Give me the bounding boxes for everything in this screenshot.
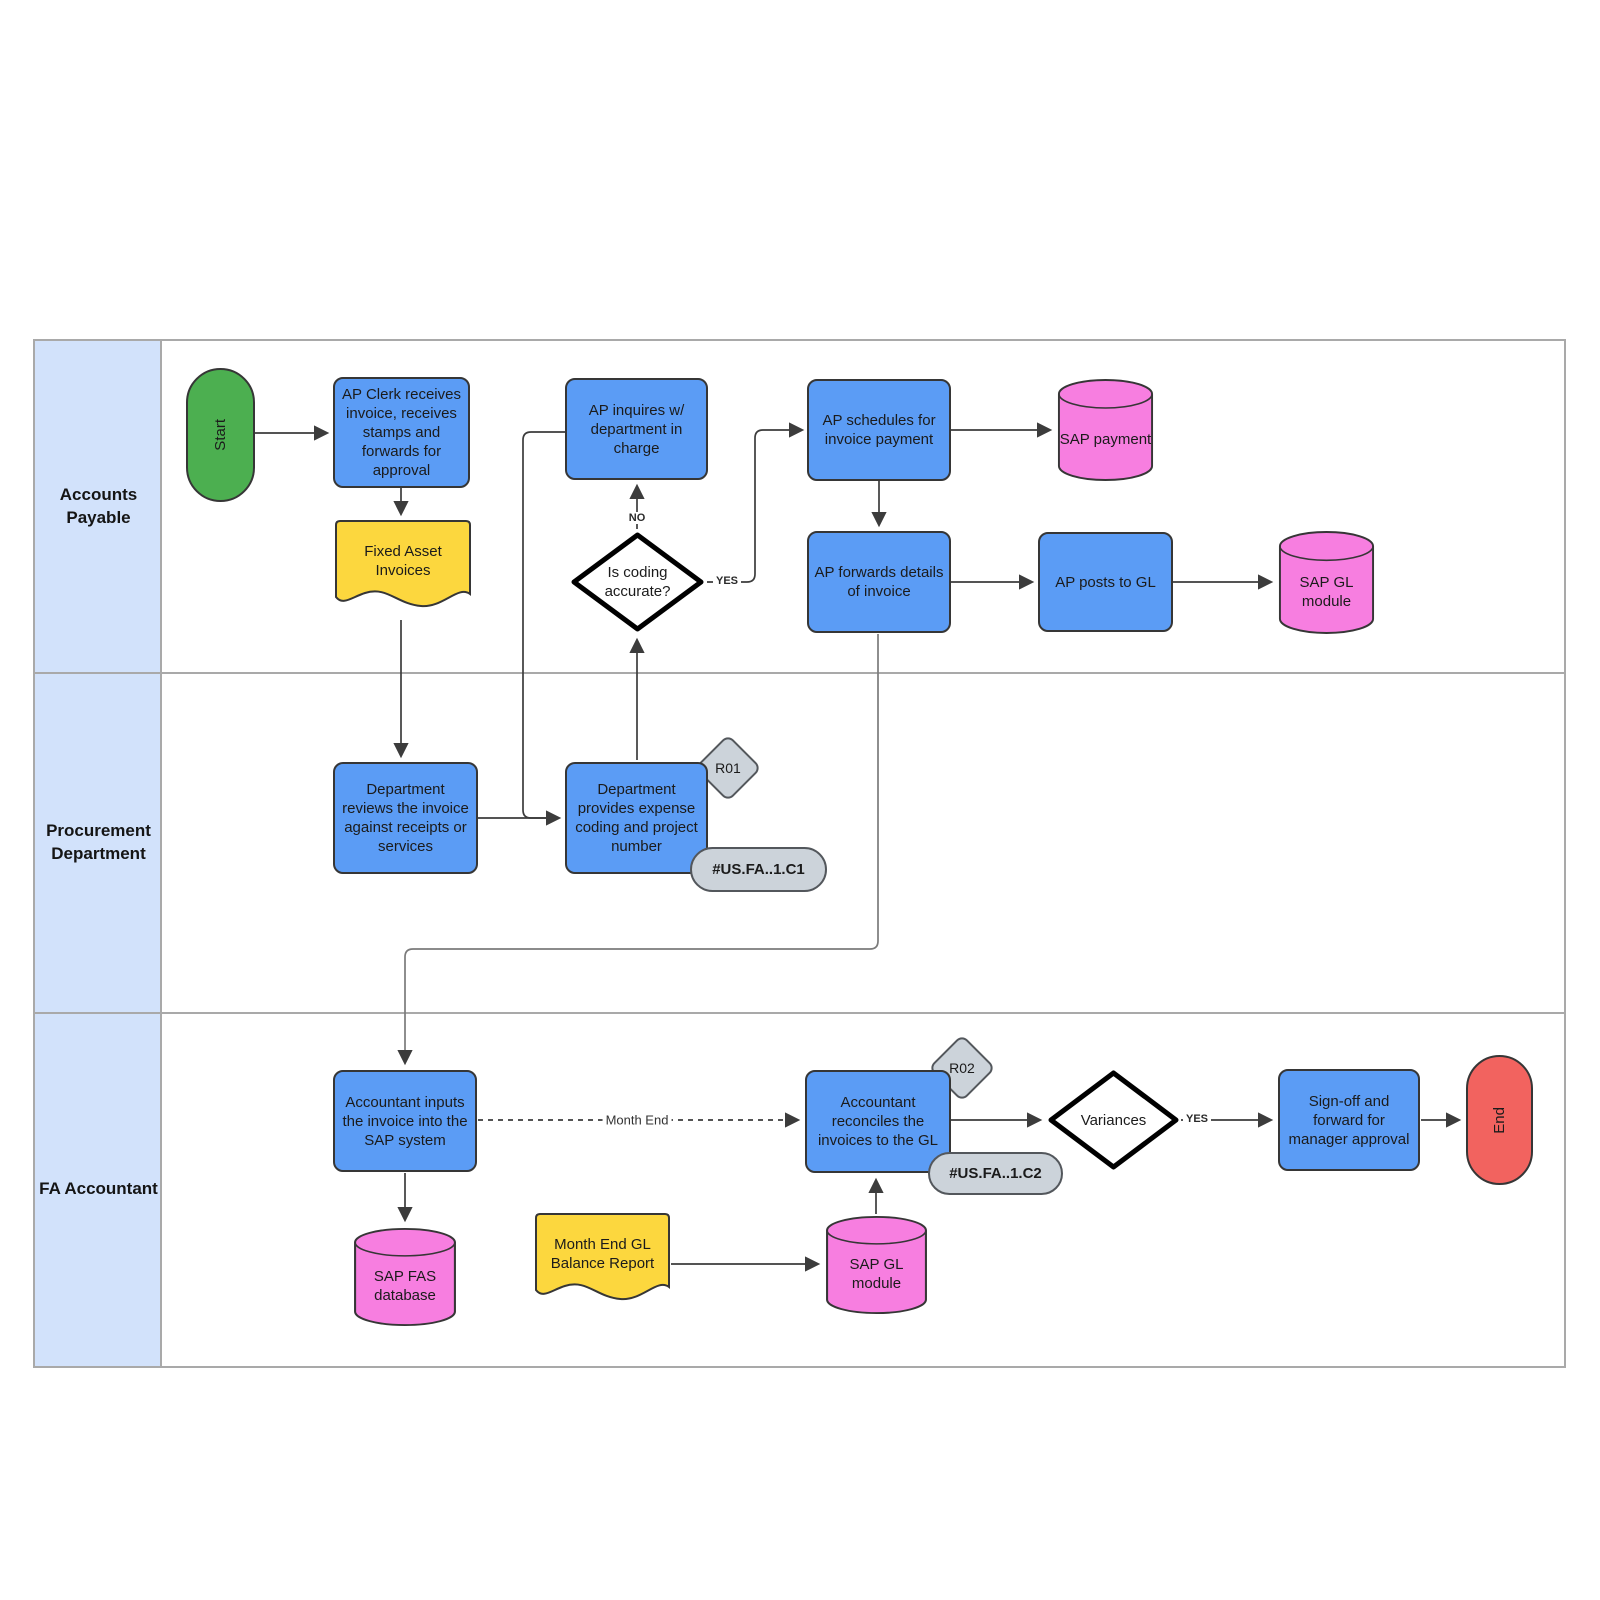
node-signoff: Sign-off and forward for manager approva… [1278,1069,1420,1171]
lane-label-fa-accountant: FA Accountant [35,1014,162,1364]
datastore-label: SAP FAS database [373,1268,437,1304]
node-acct-reconciles: Accountant reconciles the invoices to th… [805,1070,951,1173]
node-ap-clerk-label: AP Clerk receives invoice, receives stam… [342,386,461,479]
datastore-label: SAP GL module [1299,573,1354,610]
lane-label-procurement-department: Procurement Department [35,674,162,1012]
edge-label-yes-variances: YES [1182,1113,1212,1125]
cylinder-shape [1278,531,1375,634]
node-ap-clerk: AP Clerk receives invoice, receives stam… [333,377,470,488]
document-shape [535,1213,670,1301]
node-dept-reviews: Department reviews the invoice against r… [333,762,478,874]
node-ap-posts-label: AP posts to GL [1055,573,1156,591]
decision-label: Variances [1080,1111,1147,1129]
datastore-sap-fas: SAP FAS database [353,1227,457,1327]
lane-header-column [35,341,162,1366]
node-start: Start [186,368,255,502]
edge-label-yes-coding: YES [712,575,742,587]
edge-label-no: NO [625,512,649,524]
decision-variances: Variances [1047,1069,1180,1171]
tag-us-fa-1-c2: #US.FA..1.C2 [928,1152,1063,1195]
document-month-end-report: Month End GL Balance Report [535,1213,670,1315]
node-ap-inquires: AP inquires w/ department in charge [565,378,708,480]
datastore-label: SAP payment [1059,430,1152,448]
document-fixed-asset-invoices: Fixed Asset Invoices [335,520,471,622]
node-end-label: End [1491,1106,1508,1134]
lane-label-text: Accounts Payable [59,484,138,527]
node-acct-inputs: Accountant inputs the invoice into the S… [333,1070,477,1172]
node-end: End [1466,1055,1533,1185]
cylinder-shape [354,1227,456,1327]
lane-divider-2 [35,1012,1564,1014]
node-ap-schedules-label: AP schedules for invoice payment [822,412,936,448]
tag-r01-label: R01 [715,760,741,776]
node-signoff-label: Sign-off and forward for manager approva… [1288,1092,1410,1148]
document-label: Fixed Asset Invoices [364,543,442,579]
decision-label: Is coding accurate? [604,564,671,600]
node-start-label: Start [212,419,229,451]
node-dept-reviews-label: Department reviews the invoice against r… [342,781,469,855]
tag-us-fa-1-c1-label: #US.FA..1.C1 [712,861,805,878]
datastore-sap-payment: SAP payment [1057,378,1154,482]
lane-label-text: Procurement Department [46,821,151,863]
node-ap-inquires-label: AP inquires w/ department in charge [588,401,685,457]
node-ap-posts: AP posts to GL [1038,532,1173,632]
node-ap-schedules: AP schedules for invoice payment [807,379,951,481]
node-dept-provides: Department provides expense coding and p… [565,762,708,874]
document-shape [335,520,471,608]
document-label: Month End GL Balance Report [550,1236,655,1272]
node-ap-forwards: AP forwards details of invoice [807,531,951,633]
tag-us-fa-1-c2-label: #US.FA..1.C2 [949,1165,1042,1182]
node-dept-provides-label: Department provides expense coding and p… [575,781,698,855]
datastore-sap-gl-module-top: SAP GL module [1278,530,1375,635]
edge-label-month-end: Month End [602,1112,672,1128]
decision-shape [1048,1070,1179,1170]
node-acct-inputs-label: Accountant inputs the invoice into the S… [342,1093,468,1149]
datastore-label: SAP GL module [849,1256,904,1292]
tag-us-fa-1-c1: #US.FA..1.C1 [690,847,827,892]
cylinder-shape [1057,379,1154,481]
lane-divider-1 [35,672,1564,674]
node-acct-reconciles-label: Accountant reconciles the invoices to th… [817,1094,939,1149]
lane-label-text: FA Accountant [39,1178,158,1198]
decision-is-coding-accurate: Is coding accurate? [570,531,705,633]
node-ap-forwards-label: AP forwards details of invoice [814,564,944,600]
datastore-sap-gl-module-bottom: SAP GL module [825,1215,928,1315]
lane-label-accounts-payable: Accounts Payable [35,341,162,672]
cylinder-shape [826,1215,927,1315]
decision-shape [571,532,704,632]
